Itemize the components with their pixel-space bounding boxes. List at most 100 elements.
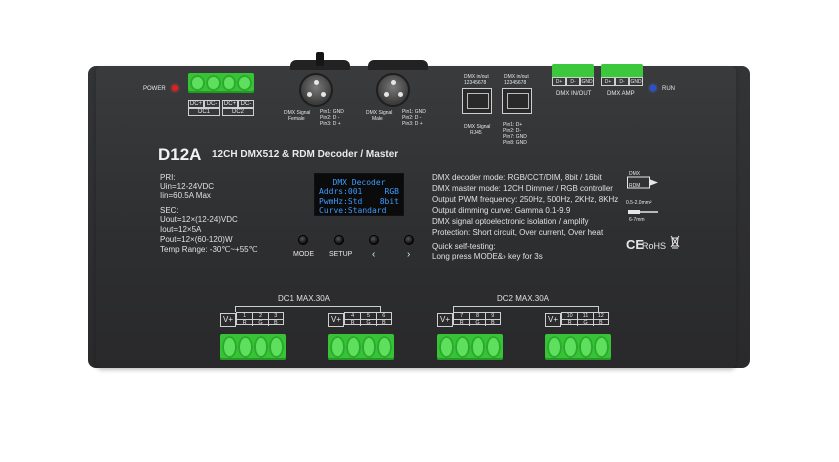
feature-line: Output PWM frequency: 250Hz, 500Hz, 2KHz… (432, 195, 619, 204)
xlr-female-connector[interactable] (299, 73, 333, 107)
right-button[interactable] (404, 235, 414, 245)
channel-label: G (252, 320, 267, 326)
channel-label: R (242, 320, 247, 326)
mode-button-label: MODE (293, 251, 314, 258)
vplus-label: V+ (220, 313, 237, 327)
dmx-amp-terminal[interactable] (601, 64, 643, 78)
terminal-screw-icon (439, 336, 454, 358)
xlr-pin-text: Pin3: D + (320, 121, 341, 127)
left-button[interactable] (369, 235, 379, 245)
channel-label: R (459, 320, 464, 326)
run-label: RUN (662, 86, 675, 92)
channel-label: 8 (469, 313, 485, 320)
spec-uin: Uin=12-24VDC (160, 182, 215, 191)
spec-pout: Pout=12×(60-120)W (160, 235, 233, 244)
channel-label: 11 (577, 313, 593, 320)
channel-label: B (484, 320, 500, 326)
setup-button-label: SETUP (329, 251, 353, 258)
terminal-screw-icon (345, 336, 361, 358)
channel-label: R (350, 320, 355, 326)
feature-line: Output dimming curve: Gamma 0.1-9.9 (432, 206, 571, 215)
oled-line: Addrs:001 (319, 187, 363, 197)
channel-label: B (592, 320, 608, 326)
channel-label: B (375, 320, 391, 326)
xlr-male-label: Male (372, 116, 383, 122)
decoder-device-body (96, 66, 736, 368)
terminal-screw-icon (547, 336, 562, 358)
channel-label: R (567, 320, 572, 326)
terminal-screw-icon (486, 336, 501, 358)
terminal-screw-icon (470, 336, 486, 358)
terminal-screw-icon (205, 75, 221, 91)
xlr-pin-icon (391, 80, 396, 85)
dc1-output-label: DC1 MAX.30A (278, 294, 331, 303)
rj45-pin-numbers: 12345678 (464, 80, 487, 86)
dmx-amp-pin: D- (615, 77, 629, 86)
rdm-icon-label: RDM (629, 183, 641, 189)
weee-bin-icon (670, 235, 680, 249)
run-led-icon (650, 85, 656, 91)
mode-button[interactable] (298, 235, 308, 245)
xlr-pin-icon (384, 92, 389, 97)
channel-label: 1 (237, 313, 253, 320)
output-terminal-3[interactable] (437, 334, 503, 360)
dmx-inout-terminal[interactable] (552, 64, 594, 78)
dc2-output-label: DC2 MAX.30A (497, 294, 550, 303)
power-label: POWER (143, 86, 166, 92)
spec-uout: Uout=12×(12-24)VDC (160, 215, 238, 224)
oled-line: DMX Decoder (332, 178, 386, 187)
terminal-screw-icon (578, 336, 594, 358)
vplus-label: V+ (437, 313, 454, 327)
wire-spec-text: 6-7mm (629, 217, 645, 223)
terminal-screw-icon (269, 336, 284, 358)
terminal-screw-icon (377, 336, 392, 358)
dmx-amp-label: DMX AMP (607, 91, 635, 97)
rj45-port-label: DMX in/out (464, 74, 489, 80)
feature-line: DMX decoder mode: RGB/CCT/DIM, 8bit / 16… (432, 173, 602, 182)
setup-button[interactable] (334, 235, 344, 245)
xlr-latch-icon (316, 52, 324, 66)
terminal-screw-icon (190, 75, 205, 91)
dmx-inout-label: DMX IN/OUT (556, 91, 592, 97)
rj45-signal-label: DMX Signal (464, 124, 491, 130)
terminal-screw-icon (454, 336, 470, 358)
dc-input-terminal[interactable] (188, 73, 254, 93)
oled-line: PwmHz:Std (319, 196, 363, 206)
channel-label: B (267, 320, 283, 326)
xlr-pin-text: Pin1: GND (320, 109, 344, 115)
xlr-pin-icon (314, 80, 319, 85)
output-terminal-4[interactable] (545, 334, 611, 360)
rj45-port-2[interactable] (502, 88, 532, 114)
dc-group-label: DC2 (222, 108, 254, 116)
model-subtitle: 12CH DMX512 & RDM Decoder / Master (212, 149, 399, 160)
rj45-signal-label: RJ45 (470, 130, 482, 136)
terminal-screw-icon (330, 336, 345, 358)
self-test-line: Quick self-testing: (432, 242, 496, 251)
dmx-inout-pin: D- (566, 77, 580, 86)
dc-pin-label: DC+ (222, 100, 238, 108)
oled-line: RGB (384, 187, 399, 197)
spec-pri-heading: PRI: (160, 173, 176, 182)
xlr-pin-icon (307, 92, 312, 97)
dc-pin-label: DC- (204, 100, 220, 108)
xlr-male-connector[interactable] (376, 73, 410, 107)
dmx-amp-pin: D+ (601, 77, 615, 86)
spec-temp: Temp Range: -30℃~+55℃ (160, 245, 258, 254)
model-title: D12A (158, 145, 202, 164)
dc-pin-label: DC- (238, 100, 254, 108)
output-terminal-1[interactable] (220, 334, 286, 360)
rj45-port-1[interactable] (462, 88, 492, 114)
channel-label: G (577, 320, 592, 326)
dc-group-label: DC1 (188, 108, 220, 116)
channel-label: 12 (592, 313, 608, 320)
rj45-pin-text: Pin7: GND (503, 134, 527, 140)
dc2-bracket (453, 306, 599, 312)
rj45-pin-text: Pin1: D+ (503, 122, 523, 128)
channel-label: G (469, 320, 484, 326)
output-terminal-2[interactable] (328, 334, 394, 360)
dmx-inout-pin: D+ (552, 77, 566, 86)
vplus-label: V+ (328, 313, 345, 327)
